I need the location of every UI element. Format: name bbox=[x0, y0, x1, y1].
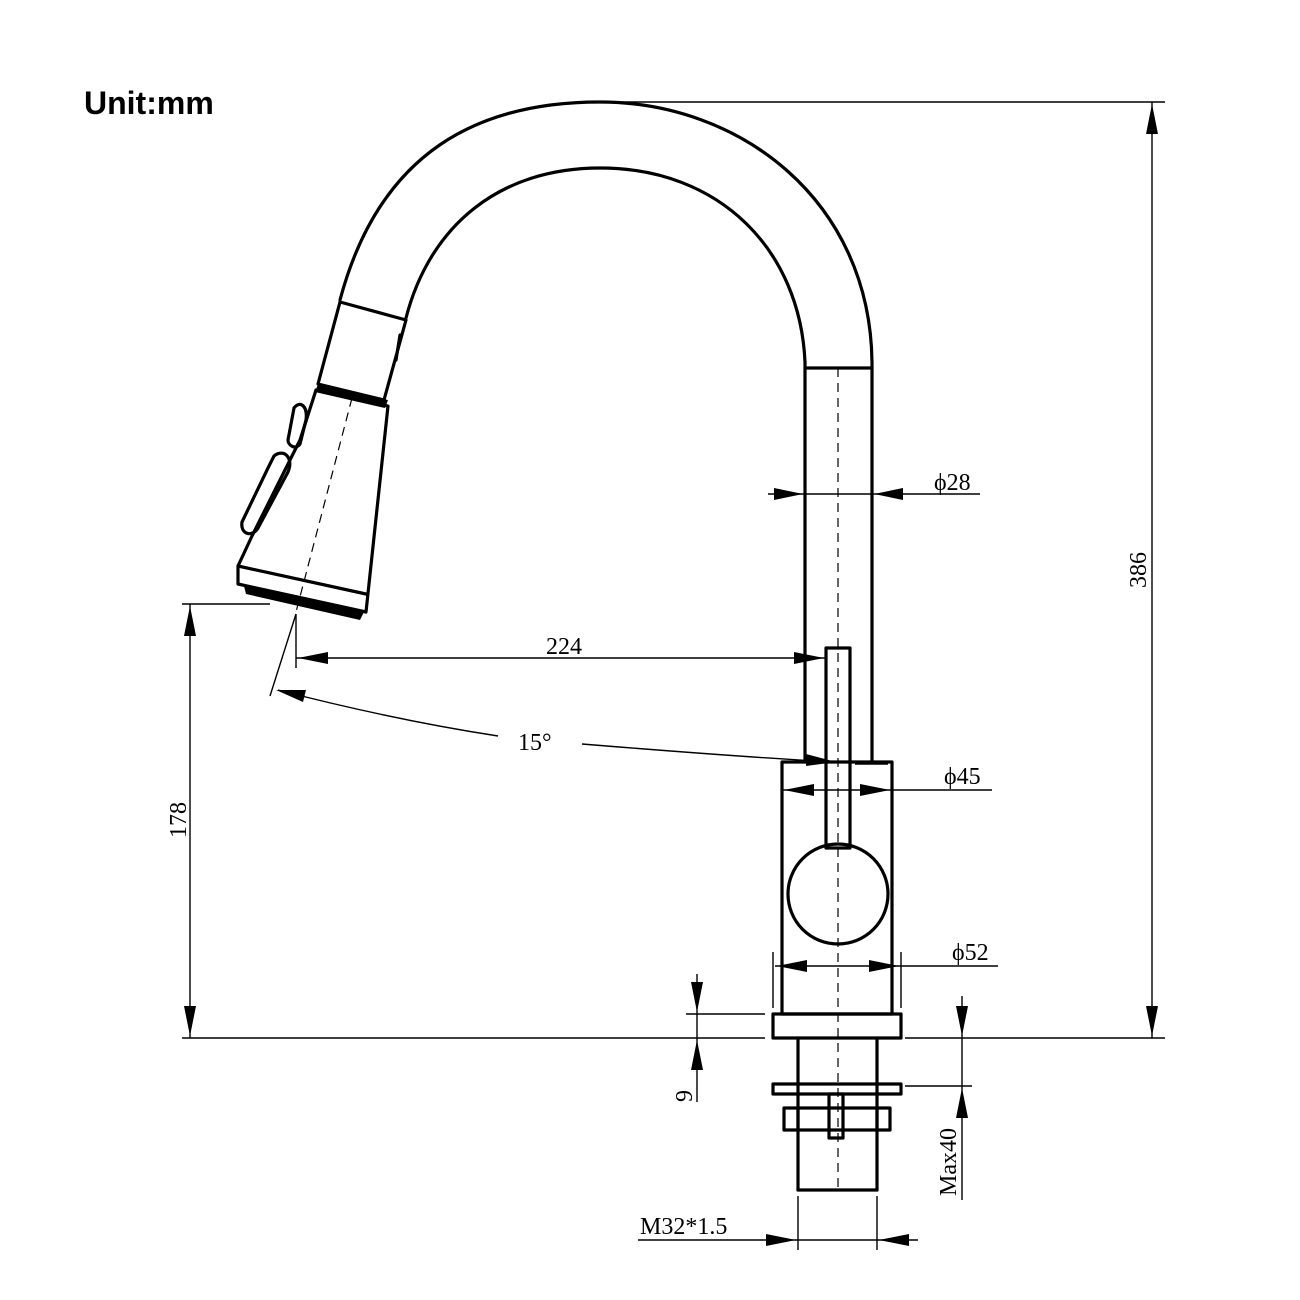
unit-label: Unit:mm bbox=[84, 85, 214, 121]
angle-leg bbox=[269, 613, 297, 697]
arrow-224-right bbox=[794, 652, 824, 664]
arrow-15-right bbox=[806, 754, 836, 766]
angle-arc-right bbox=[581, 743, 835, 763]
arrow-45-right bbox=[860, 784, 890, 796]
dim-52-label: ϕ52 bbox=[952, 940, 989, 966]
arrow-28-right bbox=[874, 488, 903, 500]
arrow-9-bottom bbox=[691, 1040, 703, 1070]
gooseneck-inner bbox=[404, 166, 807, 764]
stud-bolt bbox=[827, 1092, 845, 1140]
faucet-outline bbox=[236, 100, 903, 1192]
arrow-thread-left bbox=[766, 1234, 796, 1246]
arrow-15-left bbox=[276, 690, 306, 702]
spray-face-line bbox=[236, 564, 368, 596]
spray-nozzle-face bbox=[244, 586, 364, 620]
dim-thread-label: M32*1.5 bbox=[640, 1214, 727, 1240]
dim-45-label: ϕ45 bbox=[944, 764, 981, 790]
base-plate bbox=[771, 1012, 903, 1040]
faucet-body bbox=[780, 760, 894, 1016]
dim-178-label: 178 bbox=[166, 802, 192, 838]
spray-head bbox=[236, 388, 390, 614]
arrow-386-bottom bbox=[1146, 1006, 1158, 1036]
gooseneck-outer bbox=[338, 100, 874, 764]
arrow-28-left bbox=[774, 488, 803, 500]
spray-button-bottom bbox=[240, 451, 292, 536]
spray-button-top bbox=[286, 402, 308, 449]
connector-ridge bbox=[394, 333, 402, 362]
arrow-max40-top bbox=[956, 1006, 968, 1036]
dim-15-label: 15° bbox=[518, 730, 552, 756]
arrow-45-left bbox=[784, 784, 814, 796]
dim-224-label: 224 bbox=[546, 634, 582, 660]
arrow-178-top bbox=[184, 606, 196, 636]
arrow-52-right bbox=[869, 960, 899, 972]
arrow-max40-bottom bbox=[956, 1088, 968, 1118]
dim-max40-label: Max40 bbox=[936, 1128, 962, 1196]
arrow-178-bottom bbox=[184, 1006, 196, 1036]
dim-386-label: 386 bbox=[1126, 552, 1152, 588]
arrow-386-top bbox=[1146, 104, 1158, 134]
dim-9-label: 9 bbox=[672, 1090, 698, 1102]
arrow-52-left bbox=[777, 960, 807, 972]
dimension-lines: 386 ϕ28 224 15° ϕ45 ϕ52 bbox=[166, 101, 1165, 1250]
dim-28-label: ϕ28 bbox=[934, 470, 971, 496]
angle-arc-left bbox=[277, 689, 499, 737]
mounting-nut bbox=[782, 1106, 892, 1132]
spray-axis bbox=[295, 397, 353, 613]
spray-connector bbox=[316, 300, 408, 402]
arrow-thread-right bbox=[879, 1234, 909, 1246]
arrow-9-top bbox=[691, 982, 703, 1012]
arrow-224-left bbox=[298, 652, 328, 664]
